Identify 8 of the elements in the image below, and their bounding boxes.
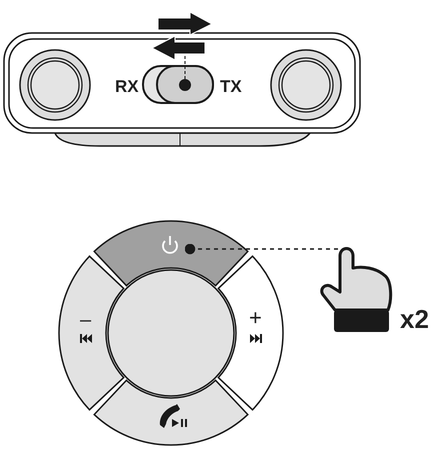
- mode-label: TX: [220, 78, 242, 95]
- mode-label: RX: [115, 78, 139, 95]
- press-count-label: x2: [400, 306, 429, 332]
- power-button-segment: [93, 220, 249, 286]
- volume-down-label: –: [80, 310, 92, 330]
- pointing-hand-icon: [320, 247, 392, 332]
- leader-line: [184, 244, 339, 254]
- volume-up-label: +: [249, 307, 262, 329]
